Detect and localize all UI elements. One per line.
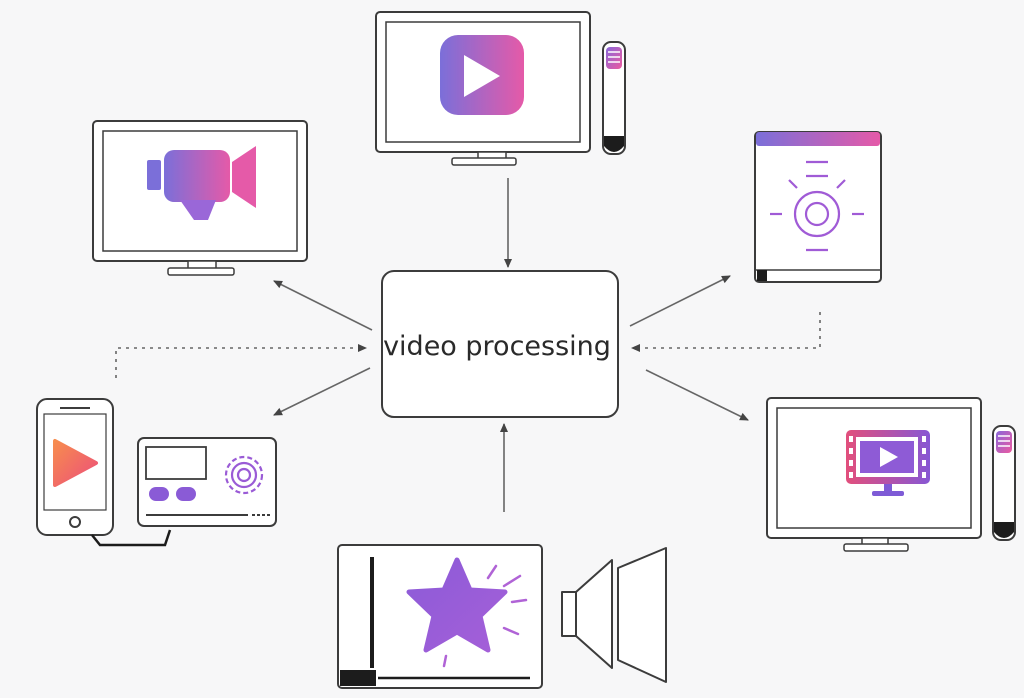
center-node: video processing (381, 270, 619, 418)
connectors (115, 178, 821, 512)
camera-monitor-icon (92, 120, 308, 276)
remote-control-icon (992, 425, 1016, 541)
center-label: video processing (383, 331, 611, 362)
arrow-center-to-film-monitor (645, 369, 749, 421)
arrow-center-to-camera-monitor (273, 280, 373, 331)
center-box (381, 270, 619, 418)
dotted-right-to-center (631, 312, 821, 352)
arrow-center-to-devices (273, 367, 371, 416)
dotted-left-to-center (115, 344, 367, 378)
play-button-monitor-icon (375, 11, 626, 166)
smartphone-play-icon (36, 398, 172, 547)
control-panel-icon (137, 437, 277, 527)
gear-icon (224, 455, 264, 495)
film-monitor-icon (766, 397, 1016, 552)
tablet-sun-icon (754, 131, 882, 283)
speaker-icon (561, 547, 667, 683)
remote-control-icon (602, 41, 626, 155)
sun-icon (770, 160, 864, 252)
star-icon (406, 557, 508, 653)
arrow-center-to-tablet (629, 275, 731, 327)
video-camera-icon (147, 146, 256, 220)
film-strip-icon (846, 430, 930, 496)
star-editor-icon (337, 544, 543, 689)
